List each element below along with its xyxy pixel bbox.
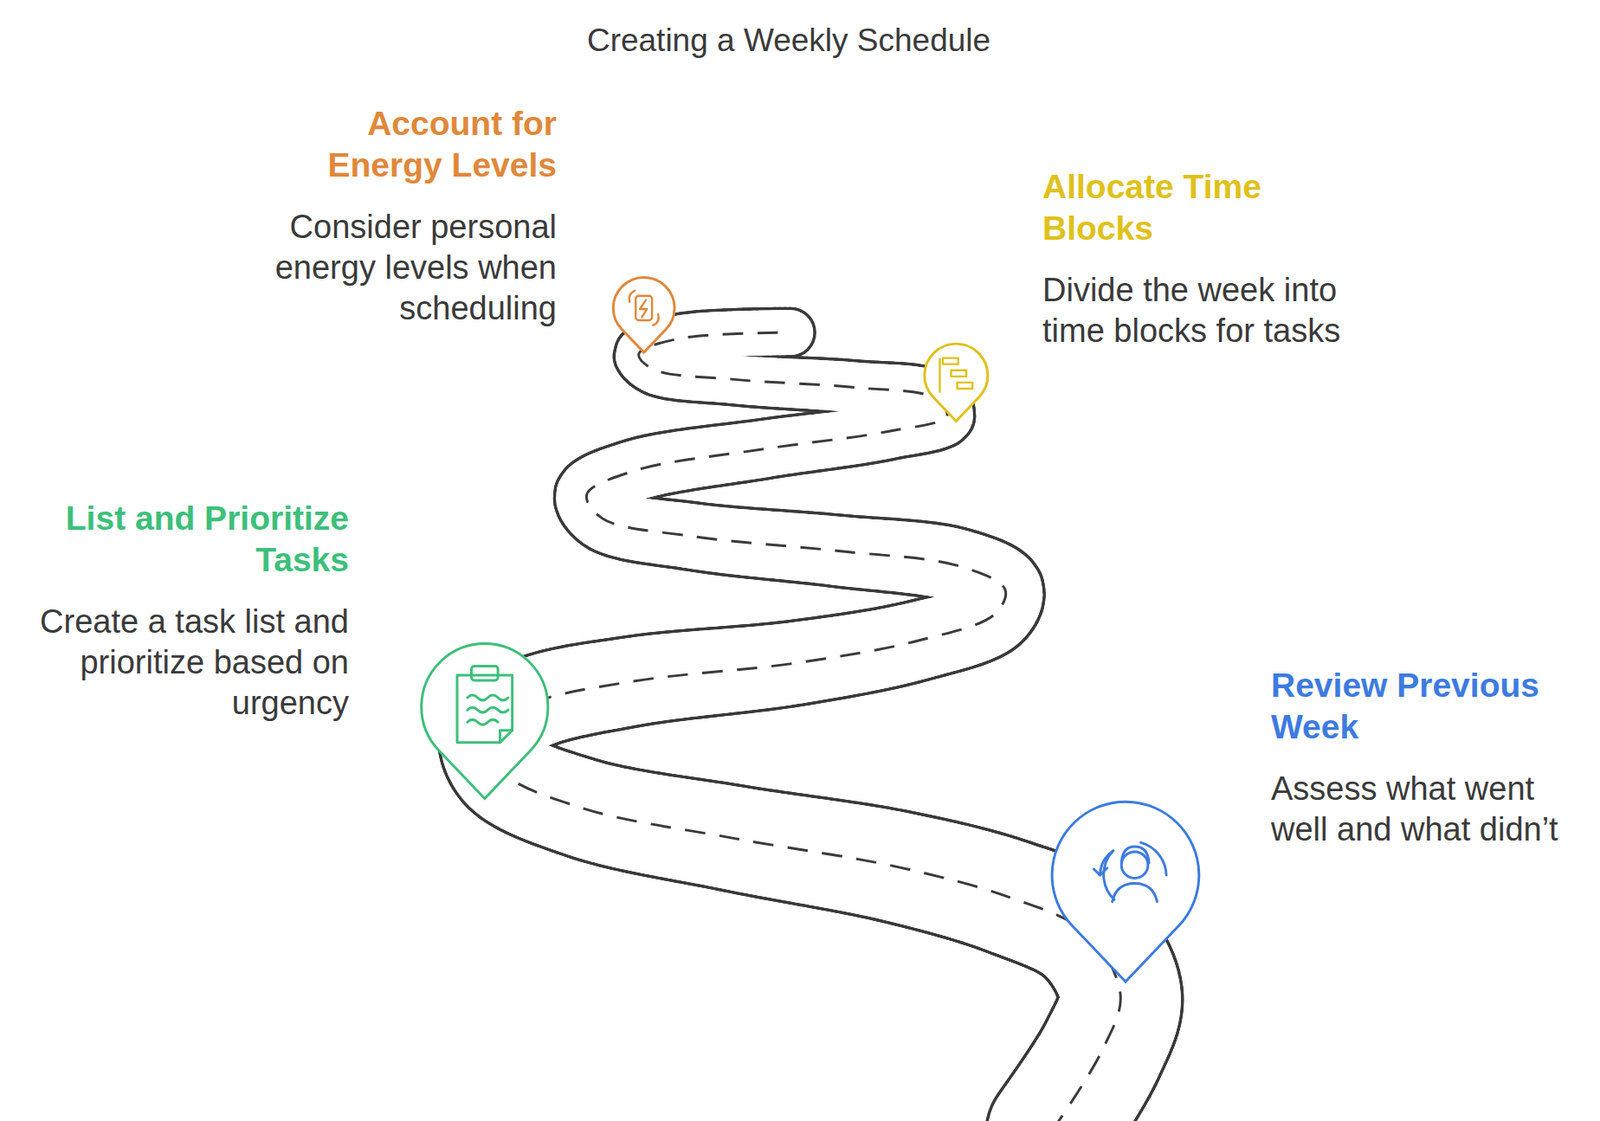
map-pin [421,644,549,800]
step-heading: List and Prioritize Tasks [28,497,349,581]
step-description: Assess what went well and what didn’t [1270,768,1576,851]
milestone-step: Review Previous WeekAssess what went wel… [1270,664,1576,851]
step-description: Create a task list and prioritize based … [28,601,349,724]
step-heading: Review Previous Week [1270,664,1576,749]
gantt-icon [939,358,973,394]
diagram-title: Creating a Weekly Schedule [587,22,991,59]
step-description: Consider personal energy levels when sch… [245,206,557,330]
milestone-step: List and Prioritize TasksCreate a task l… [28,497,349,724]
road-edge [486,332,1121,1121]
step-heading: Allocate Time Blocks [1042,166,1365,250]
step-description: Divide the week into time blocks for tas… [1042,270,1365,352]
milestone-step: Account for Energy LevelsConsider person… [245,103,557,330]
road-surface [486,332,1121,1121]
step-heading: Account for Energy Levels [245,103,557,187]
review-icon [1093,842,1167,902]
energy-icon [629,290,659,326]
map-pin [1051,801,1200,982]
map-pin [612,277,675,354]
milestone-step: Allocate Time BlocksDivide the week into… [1042,166,1365,352]
clipboard-icon [457,665,513,742]
map-pin [924,343,988,421]
road-center-line [486,332,1121,1121]
